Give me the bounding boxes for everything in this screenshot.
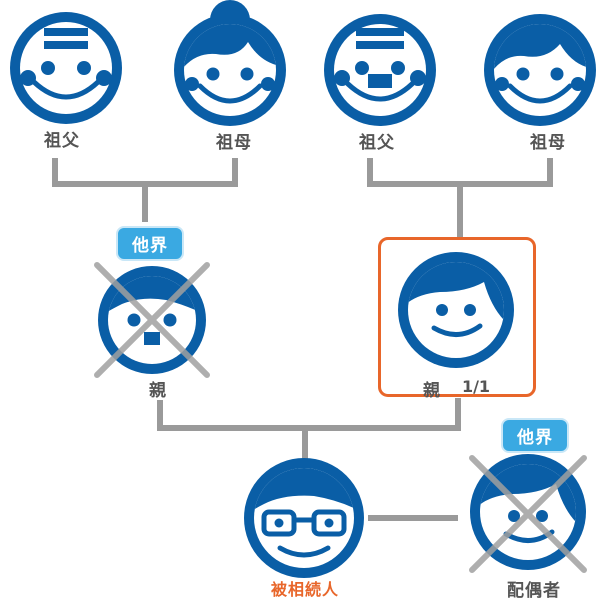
parents-connector xyxy=(157,398,461,462)
grandmother-left-label: 祖母 xyxy=(216,133,252,153)
grandfather-mustache-face-icon xyxy=(324,14,436,126)
spouse-label: 配偶者 xyxy=(507,581,561,601)
connector-lines xyxy=(52,158,553,521)
deceased-cross-mark xyxy=(469,455,587,573)
grandfather-face-icon xyxy=(10,12,122,124)
left-grandparents-connector xyxy=(52,158,238,222)
grandfather-right-label: 祖父 xyxy=(359,133,395,153)
grandmother-face-icon xyxy=(484,14,596,126)
grandmother-right-label: 祖母 xyxy=(530,133,566,153)
decedent-label: 被相続人 xyxy=(270,580,340,599)
parent-right-label: 親 xyxy=(423,381,441,401)
spouse-deceased-badge: 他界 xyxy=(501,418,569,453)
right-grandparents-connector xyxy=(367,158,553,238)
mother-face-icon xyxy=(398,252,514,368)
grandmother-bun-face-icon xyxy=(174,0,286,126)
parent-right-share: 1/1 xyxy=(461,377,491,396)
deceased-cross-mark xyxy=(94,262,210,378)
grandfather-left-label: 祖父 xyxy=(44,131,80,151)
parent-left-label: 親 xyxy=(149,381,167,401)
heir-highlight-frame xyxy=(378,237,536,397)
glasses-face-icon xyxy=(244,458,364,578)
parent-left-deceased-badge: 他界 xyxy=(116,226,184,261)
